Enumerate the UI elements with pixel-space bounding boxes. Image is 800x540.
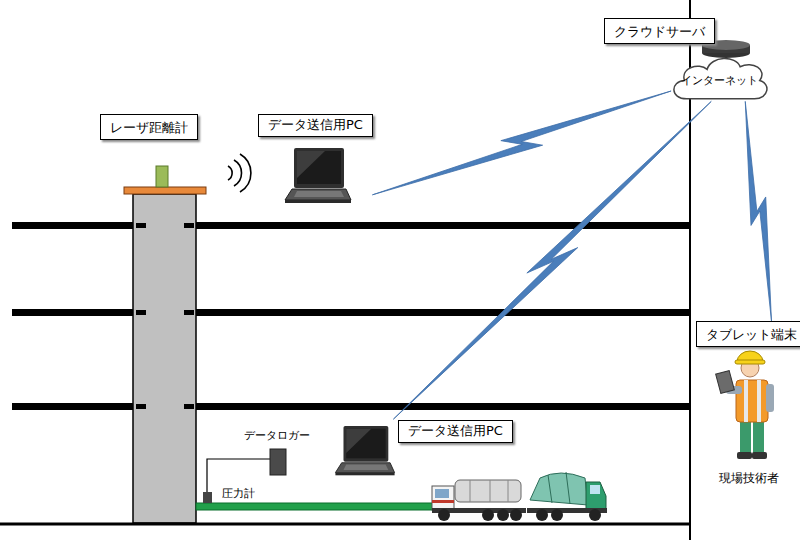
ground-line xyxy=(0,523,690,526)
wireless-link xyxy=(393,101,711,419)
pc-node: データ送信用PC xyxy=(258,114,388,208)
floor-slab xyxy=(12,222,690,410)
pump-truck xyxy=(432,480,526,521)
cloud-label: インターネット xyxy=(681,68,758,88)
box-label: クラウドサーバ xyxy=(614,24,705,41)
part-label: データロガー xyxy=(244,428,310,443)
pump-pipe xyxy=(196,503,436,510)
person-label: 現場技術者 xyxy=(719,470,779,487)
laser-plate xyxy=(124,187,206,194)
pc-node: データ送信用PC xyxy=(330,418,522,478)
mixer-truck xyxy=(527,472,607,521)
box-label: データ送信用PC xyxy=(258,114,373,137)
pressure-gauge xyxy=(203,492,212,503)
box-label: データ送信用PC xyxy=(398,420,513,443)
wireless-link xyxy=(745,101,771,321)
laptop-icon xyxy=(334,426,396,478)
part-label: 圧力計 xyxy=(222,486,255,501)
laser-device xyxy=(156,166,168,187)
label-box: クラウドサーバ xyxy=(604,18,715,44)
label-box: レーザ距離計 xyxy=(100,114,198,140)
signal-wave xyxy=(228,154,251,192)
laptop-icon xyxy=(284,148,352,206)
slab-stub xyxy=(136,223,194,409)
internet-cloud: インターネット xyxy=(668,52,771,104)
site-worker xyxy=(716,351,774,459)
data-logger xyxy=(270,449,286,475)
box-label: タブレット端末 xyxy=(706,327,797,344)
column xyxy=(133,194,196,523)
box-label: レーザ距離計 xyxy=(110,120,188,137)
label-box: タブレット端末 xyxy=(696,321,800,347)
wireless-link xyxy=(372,91,671,195)
